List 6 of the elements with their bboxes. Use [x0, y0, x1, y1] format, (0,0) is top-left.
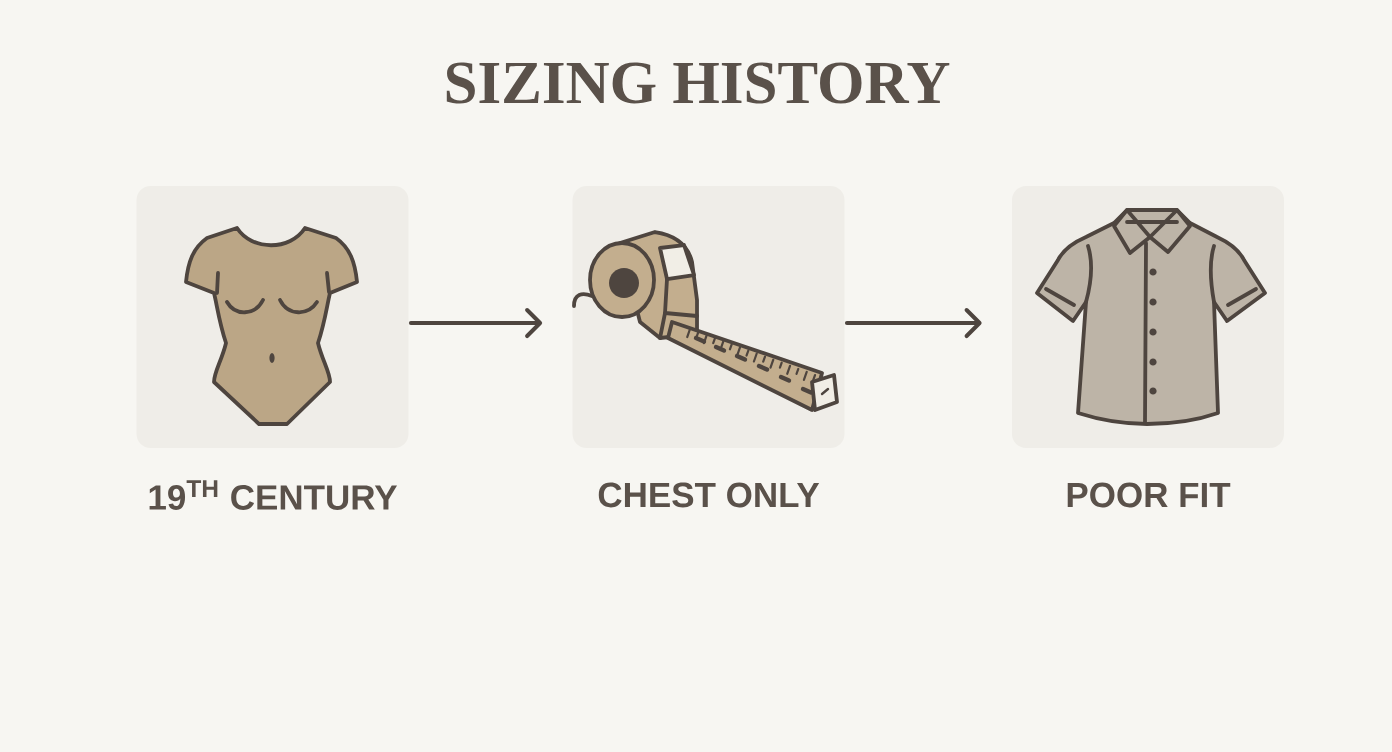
tile-caption: CHEST ONLY: [598, 482, 820, 508]
tile-caption: 19$^{TH}$ CENTURY: [149, 480, 397, 510]
arrow: [844, 308, 982, 338]
tile-caption: POOR FIT: [1067, 482, 1231, 508]
title: SIZING HISTORY: [446, 62, 950, 104]
arrow: [408, 308, 543, 338]
